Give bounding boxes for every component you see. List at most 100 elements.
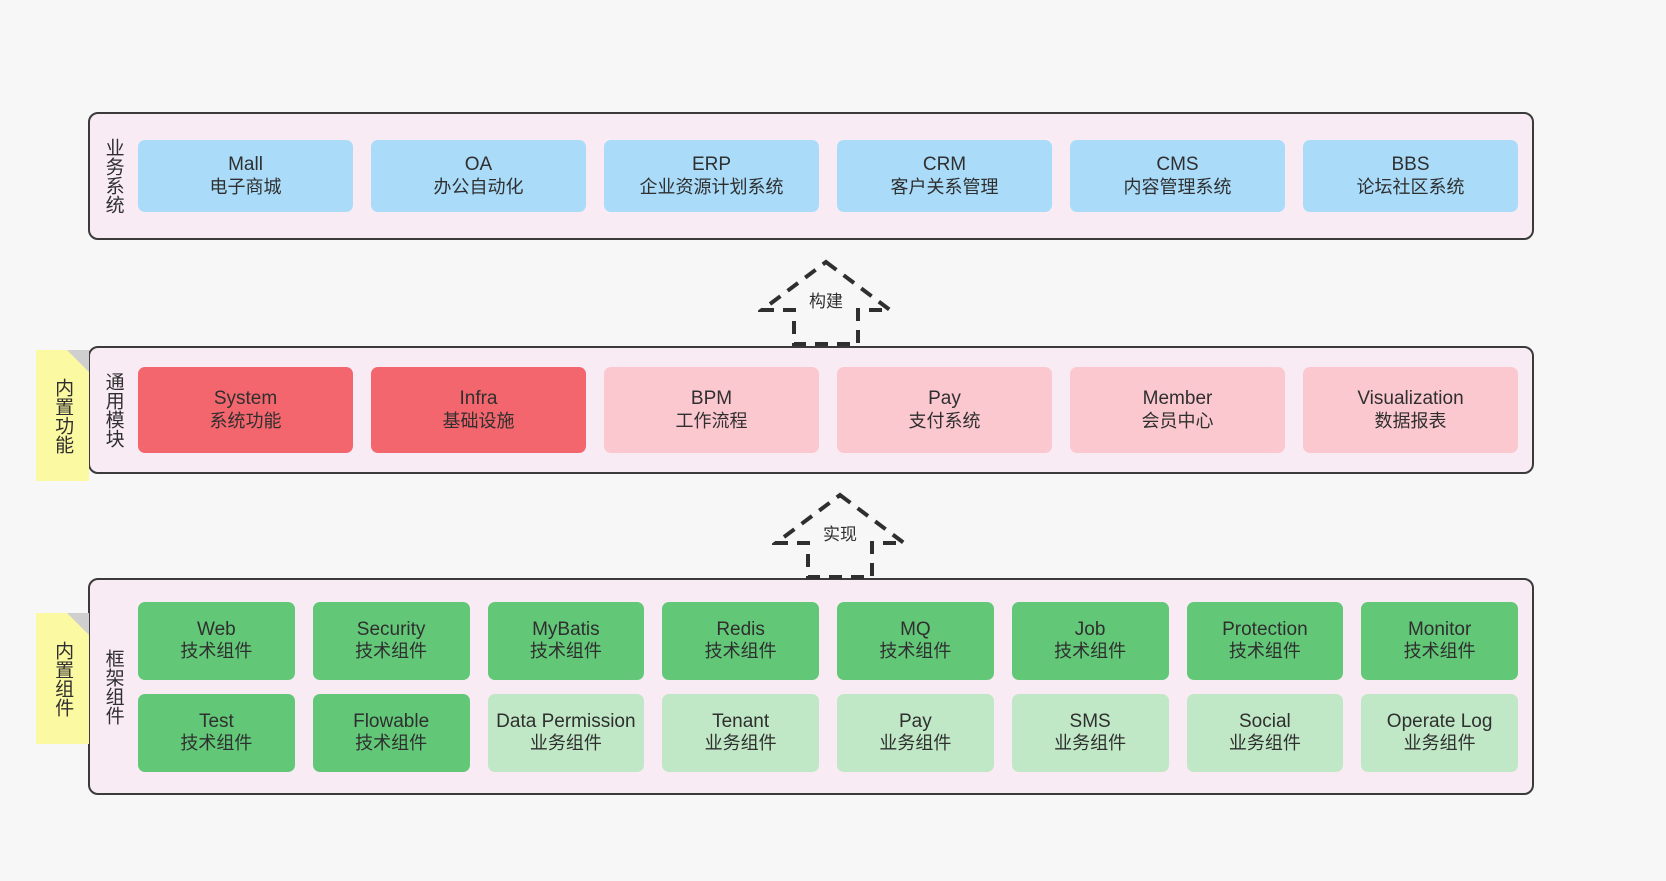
card-title: Monitor [1407,618,1472,640]
card-title: Infra [459,388,498,410]
card-title: SMS [1069,710,1111,732]
layer-business-system-label: 业务系统 [102,138,124,214]
layer-framework-components-label: 框架组件 [102,648,124,725]
card-title: Web [197,618,236,640]
card-subtitle: 业务组件 [1403,733,1476,754]
card-title: CRM [922,154,967,176]
card-title: CMS [1156,154,1199,176]
connector-build: 构建 [758,258,894,346]
card-title: Operate Log [1386,710,1493,732]
card-title: OA [464,154,493,176]
card-subtitle: 工作流程 [675,410,748,431]
card-subtitle: 技术组件 [180,733,253,754]
card-title: MQ [900,618,931,640]
card-title: Visualization [1357,388,1464,410]
sticky-note-builtin-function: 内置功能 [36,350,89,481]
card-subtitle: 内容管理系统 [1123,176,1232,197]
card-title: Test [198,710,234,732]
card-title: MyBatis [532,618,600,640]
card-subtitle: 业务组件 [879,733,952,754]
sticky-note-builtin-component: 内置组件 [36,613,89,744]
connector-implement: 实现 [772,491,908,579]
card-title: BBS [1391,154,1430,176]
card-title: Flowable [353,710,430,732]
card-subtitle: 客户关系管理 [890,176,999,197]
card-subtitle: 技术组件 [529,641,602,662]
card-title: Member [1142,388,1213,410]
card-title: Protection [1222,618,1308,640]
card-title: Pay [928,388,961,410]
card-subtitle: 数据报表 [1374,410,1447,431]
card-title: Security [356,618,426,640]
card-subtitle: 会员中心 [1141,410,1214,431]
card-subtitle: 业务组件 [529,733,602,754]
card-title: Data Permission [496,710,636,732]
card-title: Job [1074,618,1106,640]
card-subtitle: 技术组件 [355,733,428,754]
card-subtitle: 办公自动化 [433,176,524,197]
card-subtitle: 业务组件 [1228,733,1301,754]
card-subtitle: 技术组件 [180,641,253,662]
card-subtitle: 技术组件 [1054,641,1127,662]
card-subtitle: 论坛社区系统 [1356,176,1465,197]
sticky-note-builtin-function-label: 内置功能 [52,377,74,454]
card-subtitle: 业务组件 [704,733,777,754]
sticky-fold-corner-icon [67,613,89,635]
card-subtitle: 电子商城 [209,176,282,197]
card-subtitle: 基础设施 [442,410,515,431]
layer-common-modules-label: 通用模块 [102,372,124,448]
card-title: Pay [899,710,932,732]
card-title: Redis [716,618,765,640]
sticky-note-builtin-component-label: 内置组件 [52,640,74,717]
card-subtitle: 业务组件 [1054,733,1127,754]
card-title: Mall [228,154,263,176]
card-subtitle: 技术组件 [355,641,428,662]
card-subtitle: 企业资源计划系统 [639,176,784,197]
card-subtitle: 技术组件 [1403,641,1476,662]
card-subtitle: 技术组件 [1228,641,1301,662]
card-subtitle: 技术组件 [704,641,777,662]
sticky-fold-corner-icon [67,350,89,372]
card-subtitle: 技术组件 [879,641,952,662]
card-title: Social [1239,710,1291,732]
card-title: Tenant [712,710,770,732]
